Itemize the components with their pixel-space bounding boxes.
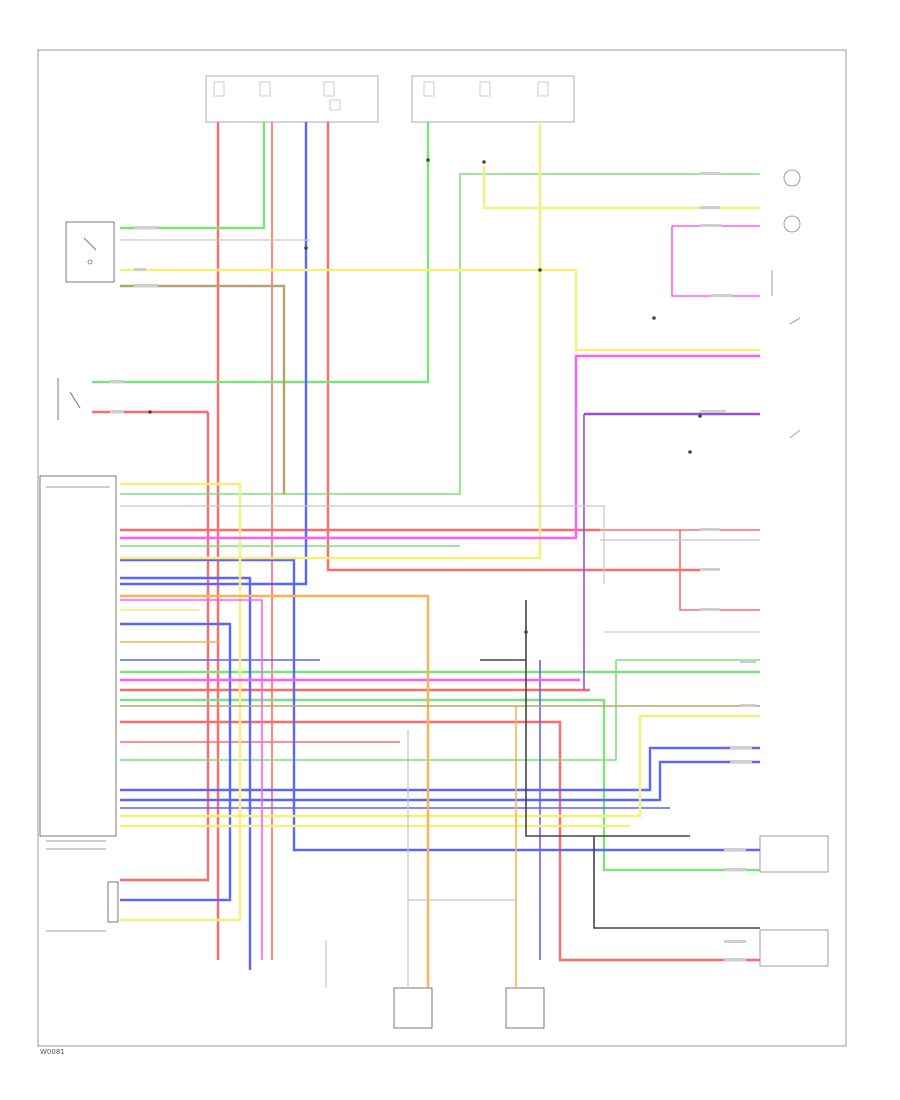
right-components bbox=[759, 169, 829, 967]
wire-green-3 bbox=[120, 173, 760, 495]
wire-green-5 bbox=[120, 698, 760, 872]
wire-blue-1 bbox=[120, 122, 308, 586]
wire-blue-4 bbox=[120, 622, 232, 902]
wire-blue-6 bbox=[120, 746, 760, 792]
wire-yellow-2 bbox=[120, 268, 760, 352]
diagram-frame bbox=[37, 49, 847, 1047]
wire-green-2 bbox=[92, 122, 430, 384]
label-ticks bbox=[46, 172, 756, 961]
fuse-box-right bbox=[411, 75, 575, 123]
wire-blue-2 bbox=[120, 558, 760, 852]
wire-gray-1 bbox=[120, 505, 605, 584]
wire-olive-1 bbox=[120, 284, 286, 494]
wire-yellow-1 bbox=[120, 122, 542, 560]
wire-green-8 bbox=[120, 660, 617, 761]
wire-yellow-5 bbox=[120, 714, 760, 818]
rear-sensor-left bbox=[393, 987, 433, 1029]
wire-blue-3 bbox=[120, 576, 252, 970]
wire-red-9 bbox=[120, 720, 760, 962]
control-module bbox=[39, 475, 117, 837]
rear-sensor-right bbox=[505, 987, 545, 1029]
g-sensor bbox=[107, 881, 119, 923]
brake-switch bbox=[57, 378, 81, 420]
wire-black-1 bbox=[525, 600, 690, 837]
wire-green-1 bbox=[120, 122, 266, 230]
relay-box bbox=[65, 221, 115, 283]
wires bbox=[92, 122, 760, 988]
wire-magenta-1 bbox=[120, 354, 760, 540]
wire-red-7 bbox=[679, 530, 760, 611]
wire-yellow-3 bbox=[482, 166, 760, 210]
wire-red-3 bbox=[120, 412, 210, 882]
diagram-code: W0081 bbox=[40, 1048, 65, 1056]
wire-red-4 bbox=[326, 122, 700, 572]
wire-black-3 bbox=[593, 836, 760, 929]
wire-blue-7 bbox=[120, 760, 760, 802]
wire-magenta-3 bbox=[671, 226, 760, 297]
wire-yellow-4 bbox=[120, 482, 242, 922]
junction-dots bbox=[148, 158, 702, 634]
wire-magenta-5 bbox=[120, 599, 263, 960]
fuse-box-left bbox=[205, 75, 379, 123]
wire-orange-1 bbox=[120, 594, 430, 988]
